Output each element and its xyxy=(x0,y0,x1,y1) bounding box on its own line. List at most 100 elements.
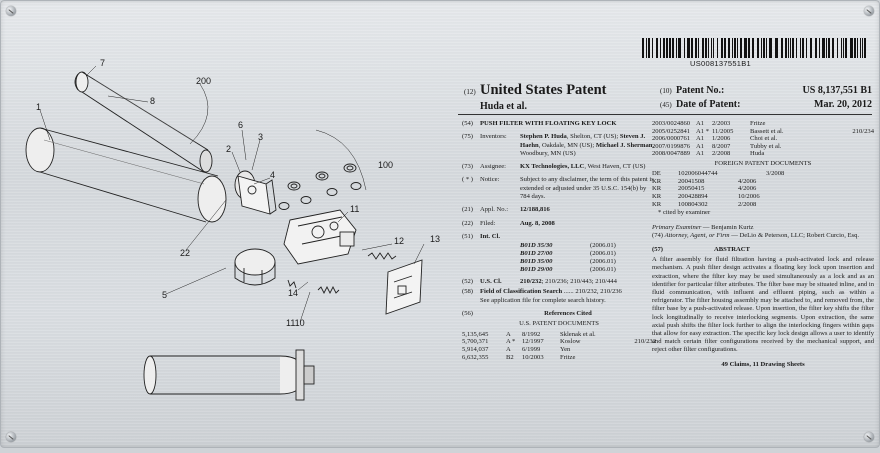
ref-label: 13 xyxy=(430,234,440,244)
ref-label: 1110 xyxy=(286,318,305,328)
date-label: Date of Patent: xyxy=(676,99,741,110)
field-search-note: See application file for complete search… xyxy=(480,296,606,304)
screw-bottom-left-icon xyxy=(6,432,16,442)
us-cl-rest: ; 210/236; 210/443; 210/444 xyxy=(541,278,617,286)
filter-bottom xyxy=(143,349,315,401)
patent-header-left: (12)United States Patent Huda et al. xyxy=(464,82,606,112)
ref-label: 2 xyxy=(226,144,231,154)
patent-no-value: US 8,137,551 B1 xyxy=(802,85,872,96)
patent-header-right: (10) Patent No.: US 8,137,551 B1 (45) Date … xyxy=(660,84,872,112)
filter-housing xyxy=(25,127,227,223)
notice-label: Notice: xyxy=(480,176,500,184)
code: (58) xyxy=(462,287,473,295)
field-search-value: 210/232, 210/236 xyxy=(575,287,622,295)
us-docs-title: U.S. PATENT DOCUMENTS xyxy=(519,320,599,328)
leader-lines xyxy=(39,65,425,323)
patent-no-label: Patent No.: xyxy=(676,85,725,96)
ref-label: 200 xyxy=(196,76,211,86)
appl-no-label: Appl. No.: xyxy=(480,206,509,214)
key-plate xyxy=(385,259,423,315)
code: (10) xyxy=(660,87,672,95)
ref-label: 14 xyxy=(288,288,298,298)
header-rule xyxy=(458,114,872,115)
filter-head xyxy=(234,170,277,215)
ipc-row: B01D 35/00(2006.01) xyxy=(520,258,616,266)
assignee-label: Assignee: xyxy=(480,163,507,171)
document-number: US008137551B1 xyxy=(690,59,752,68)
us-cl-value: 210/232 xyxy=(520,278,542,286)
inventor-location: , Woodbury, MN (US) xyxy=(520,141,655,157)
inventors-label: Inventors: xyxy=(480,133,507,141)
code: (52) xyxy=(462,278,473,286)
ipc-list: B01D 35/30(2006.01) B01D 27/00(2006.01) … xyxy=(462,242,656,274)
code: (73) xyxy=(462,163,473,171)
notice-text: Subject to any disclaimer, the term of t… xyxy=(520,176,654,201)
field-search-label: Field of Classification Search xyxy=(480,287,563,295)
foreign-docs-title: FOREIGN PATENT DOCUMENTS xyxy=(714,159,812,167)
assignee-location: , West Haven, CT (US) xyxy=(584,163,646,171)
appl-no-value: 12/188,816 xyxy=(520,206,550,214)
abstract-heading: (57)ABSTRACT xyxy=(652,245,750,253)
filter-base xyxy=(283,209,357,265)
o-rings xyxy=(278,163,362,210)
code: (56) xyxy=(462,310,473,318)
invention-title: PUSH FILTER WITH FLOATING KEY LOCK xyxy=(480,120,617,127)
springs xyxy=(287,252,397,295)
screw-top-right-icon xyxy=(864,6,874,16)
ref-label: 6 xyxy=(238,120,243,130)
assignee-name: KX Technologies, LLC xyxy=(520,163,585,171)
authors: Huda et al. xyxy=(480,101,527,112)
abstract-text: A filter assembly for fluid filtration h… xyxy=(652,256,874,354)
code: (22) xyxy=(462,219,473,227)
ipc-row: B01D 29/00(2006.01) xyxy=(520,266,616,274)
attorney: (74) Attorney, Agent, or Firm — DeLio & … xyxy=(652,231,860,239)
screw-bottom-right-icon xyxy=(864,432,874,442)
us-cl-label: U.S. Cl. xyxy=(480,278,502,286)
inventor-location: , Shelton, CT (US); xyxy=(566,133,619,141)
inventor-name: Michael J. Sherman xyxy=(595,141,653,149)
code: (51) xyxy=(462,232,473,240)
ref-label: 8 xyxy=(150,96,155,106)
code: ( * ) xyxy=(462,176,473,184)
claims-summary: 49 Claims, 11 Drawing Sheets xyxy=(721,360,805,368)
ipc-row: B01D 27/00(2006.01) xyxy=(520,250,616,258)
inventor-location: , Oakdale, MN (US); xyxy=(538,141,595,149)
bibliographic-left-column: (54)PUSH FILTER WITH FLOATING KEY LOCK (… xyxy=(462,120,656,361)
ref-label: 22 xyxy=(180,248,190,258)
patent-title-heading: United States Patent xyxy=(480,82,607,98)
ref-label: 7 xyxy=(100,58,105,68)
code: (45) xyxy=(660,101,672,109)
ref-label: 100 xyxy=(378,160,393,170)
ref-label: 12 xyxy=(394,236,404,246)
ref-label: 5 xyxy=(162,290,167,300)
references-title: References Cited xyxy=(544,310,592,318)
cited-note: * cited by examiner xyxy=(658,209,711,217)
code: (75) xyxy=(462,133,473,141)
ref-label: 3 xyxy=(258,132,263,142)
inventors-list: Stephen P. Huda, Shelton, CT (US); Steve… xyxy=(520,133,656,158)
ipc-row: B01D 35/30(2006.01) xyxy=(520,242,616,250)
inventor-name: Steven J. Haehn xyxy=(520,133,646,149)
code: (21) xyxy=(462,206,473,214)
filed-value: Aug. 8, 2008 xyxy=(520,219,555,227)
inventor-name: Stephen P. Huda xyxy=(520,133,567,141)
barcode-bars-icon xyxy=(642,38,866,58)
filed-label: Filed: xyxy=(480,219,496,227)
barcode xyxy=(640,38,870,58)
